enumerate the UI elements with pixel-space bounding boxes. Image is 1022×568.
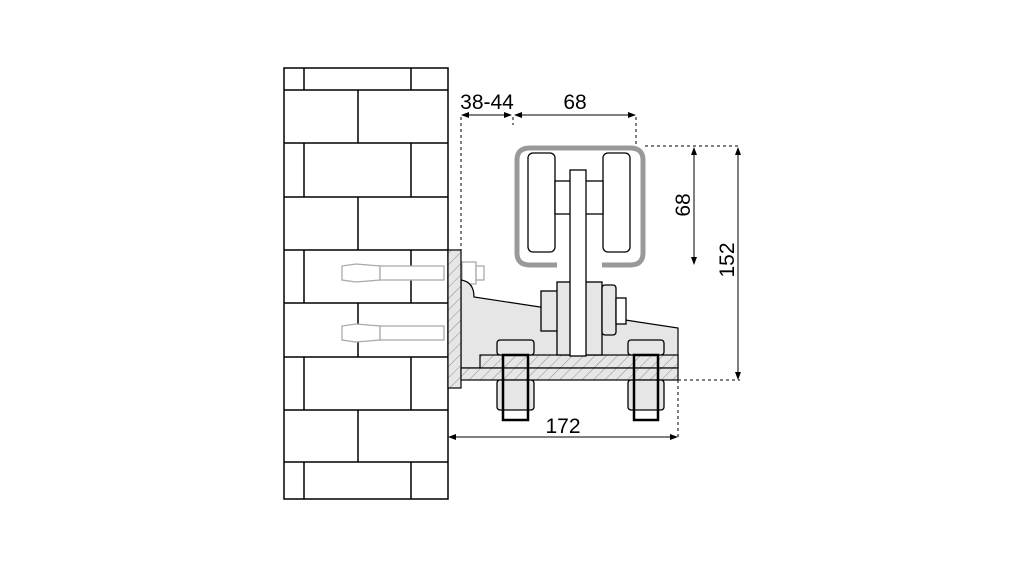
brick-wall — [283, 67, 449, 500]
wheel-right — [602, 152, 631, 253]
hanger-plate — [569, 169, 587, 357]
wheel-left — [527, 152, 556, 253]
bolt-right — [627, 339, 665, 422]
anchor-bolt-top — [341, 261, 485, 285]
bolt-left — [496, 339, 535, 422]
dimension-lines — [448, 112, 741, 440]
dim-total-height: 152 — [716, 242, 739, 277]
dim-bracket-length: 172 — [545, 415, 580, 438]
dim-channel-height: 68 — [672, 193, 695, 216]
track-channel — [514, 145, 646, 357]
dim-channel-width: 68 — [563, 91, 586, 114]
dim-wall-offset: 38-44 — [460, 91, 514, 114]
base-bolts — [496, 339, 665, 422]
